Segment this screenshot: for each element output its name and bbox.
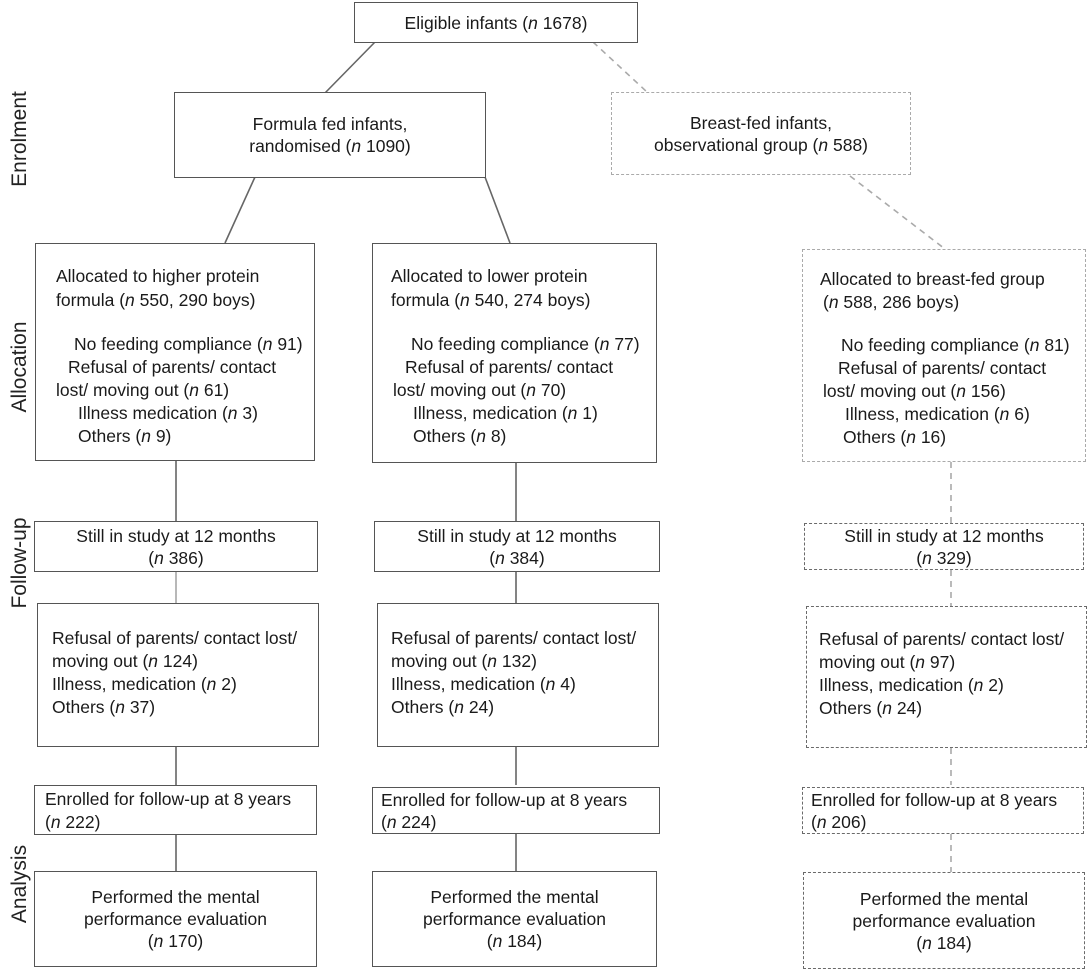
eligible-infants-text: Eligible infants (n 1678) [404, 12, 588, 33]
formula-fed-line1: Formula fed infants, [252, 114, 408, 134]
analysis-higher-line1: Performed the mental [91, 887, 260, 907]
twelve-months-higher-n: (n 386) [148, 547, 204, 568]
stage-label-allocation: Allocation [8, 321, 31, 413]
dropout-breast-moving: moving out (n 97) [819, 652, 956, 672]
analysis-breast-box: Performed the mental performance evaluat… [803, 872, 1085, 969]
dropout-lower-refusal: Refusal of parents/ contact lost/ [391, 628, 637, 648]
stage-label-enrolment: Enrolment [8, 91, 31, 187]
eight-years-lower-n: (n 224) [381, 812, 437, 832]
connector-formula-lower [484, 176, 511, 244]
eight-years-higher-n: (n 222) [45, 812, 101, 832]
connector-breastfed-allocation [849, 175, 946, 250]
twelve-months-breast-n: (n 329) [916, 547, 972, 568]
allocation-higher-box: Allocated to higher protein formula (n 5… [35, 243, 315, 461]
dropout-breast-refusal: Refusal of parents/ contact lost/ [819, 629, 1065, 649]
twelve-months-lower-box: Still in study at 12 months (n 384) [374, 521, 660, 572]
allocation-lower-box: Allocated to lower protein formula (n 54… [372, 243, 657, 463]
allocation-lower-illness: Illness, medication (n 1) [413, 403, 598, 423]
analysis-breast-n: (n 184) [916, 932, 972, 953]
allocation-higher-others: Others (n 9) [78, 426, 172, 446]
allocation-higher-refusal: Refusal of parents/ contact [68, 357, 277, 377]
allocation-breast-title: Allocated to breast-fed group [820, 269, 1045, 289]
eight-years-higher-box: Enrolled for follow-up at 8 years (n 222… [34, 785, 317, 835]
analysis-lower-line2: performance evaluation [423, 909, 606, 929]
eight-years-lower-label: Enrolled for follow-up at 8 years [381, 790, 628, 810]
dropout-lower-others: Others (n 24) [391, 697, 495, 717]
eight-years-breast-n: (n 206) [811, 812, 867, 832]
twelve-months-breast-box: Still in study at 12 months (n 329) [804, 523, 1084, 570]
analysis-lower-line1: Performed the mental [430, 887, 599, 907]
twelve-months-higher-label: Still in study at 12 months [76, 525, 276, 546]
connector-eligible-formula [324, 41, 376, 94]
allocation-breast-refusal: Refusal of parents/ contact [838, 358, 1047, 378]
connector-formula-higher [224, 176, 256, 244]
stage-label-follow-up: Follow-up [8, 517, 31, 609]
breast-fed-line1: Breast-fed infants, [689, 112, 833, 133]
eight-years-breast-box: Enrolled for follow-up at 8 years (n 206… [802, 787, 1084, 834]
formula-fed-box: Formula fed infants, randomised (n 1090) [174, 92, 486, 178]
analysis-breast-line2: performance evaluation [852, 910, 1036, 931]
connector-eligible-breast [592, 41, 648, 93]
breast-fed-line2: observational group (n 588) [653, 134, 869, 155]
eight-years-breast-label: Enrolled for follow-up at 8 years [811, 790, 1058, 810]
twelve-months-lower-n: (n 384) [489, 547, 545, 568]
allocation-higher-compliance: No feeding compliance (n 91) [74, 334, 303, 354]
allocation-lower-compliance: No feeding compliance (n 77) [411, 334, 640, 354]
allocation-higher-n: formula (n 550, 290 boys) [56, 290, 256, 310]
allocation-breast-others: Others (n 16) [843, 427, 947, 447]
analysis-lower-n: (n 184) [486, 931, 543, 951]
dropout-lower-illness: Illness, medication (n 4) [391, 674, 576, 694]
allocation-higher-title: Allocated to higher protein [56, 266, 260, 286]
allocation-lower-others: Others (n 8) [413, 426, 507, 446]
allocation-lower-refusal: Refusal of parents/ contact [405, 357, 614, 377]
dropout-higher-box: Refusal of parents/ contact lost/ moving… [37, 603, 319, 747]
stage-label-analysis: Analysis [8, 844, 31, 924]
allocation-higher-illness: Illness medication (n 3) [78, 403, 258, 423]
allocation-lower-n: formula (n 540, 274 boys) [391, 290, 591, 310]
analysis-breast-line1: Performed the mental [859, 888, 1029, 909]
breast-fed-box: Breast-fed infants, observational group … [611, 92, 911, 175]
dropout-higher-illness: Illness, medication (n 2) [52, 674, 237, 694]
dropout-higher-others: Others (n 37) [52, 697, 156, 717]
dropout-higher-moving: moving out (n 124) [52, 651, 198, 671]
analysis-lower-box: Performed the mental performance evaluat… [372, 871, 657, 967]
allocation-breast-compliance: No feeding compliance (n 81) [841, 335, 1070, 355]
analysis-higher-line2: performance evaluation [84, 909, 267, 929]
allocation-breast-box: Allocated to breast-fed group (n 588, 28… [802, 249, 1086, 462]
allocation-higher-lost: lost/ moving out (n 61) [56, 380, 230, 400]
eight-years-higher-label: Enrolled for follow-up at 8 years [45, 789, 292, 809]
analysis-higher-n: (n 170) [147, 931, 204, 951]
dropout-higher-refusal: Refusal of parents/ contact lost/ [52, 628, 298, 648]
dropout-breast-box: Refusal of parents/ contact lost/ moving… [806, 606, 1087, 748]
eligible-infants-box: Eligible infants (n 1678) [354, 2, 638, 43]
formula-fed-line2: randomised (n 1090) [249, 136, 411, 156]
twelve-months-breast-label: Still in study at 12 months [844, 525, 1044, 546]
analysis-higher-box: Performed the mental performance evaluat… [34, 871, 317, 967]
dropout-breast-others: Others (n 24) [819, 698, 923, 718]
twelve-months-lower-label: Still in study at 12 months [417, 525, 617, 546]
dropout-lower-box: Refusal of parents/ contact lost/ moving… [377, 603, 659, 747]
allocation-breast-lost: lost/ moving out (n 156) [823, 381, 1006, 401]
allocation-breast-illness: Illness, medication (n 6) [845, 404, 1030, 424]
dropout-breast-illness: Illness, medication (n 2) [819, 675, 1004, 695]
twelve-months-higher-box: Still in study at 12 months (n 386) [34, 521, 318, 572]
allocation-lower-title: Allocated to lower protein [391, 266, 588, 286]
allocation-lower-lost: lost/ moving out (n 70) [393, 380, 567, 400]
dropout-lower-moving: moving out (n 132) [391, 651, 537, 671]
allocation-breast-n: (n 588, 286 boys) [823, 292, 960, 312]
eight-years-lower-box: Enrolled for follow-up at 8 years (n 224… [372, 787, 660, 834]
